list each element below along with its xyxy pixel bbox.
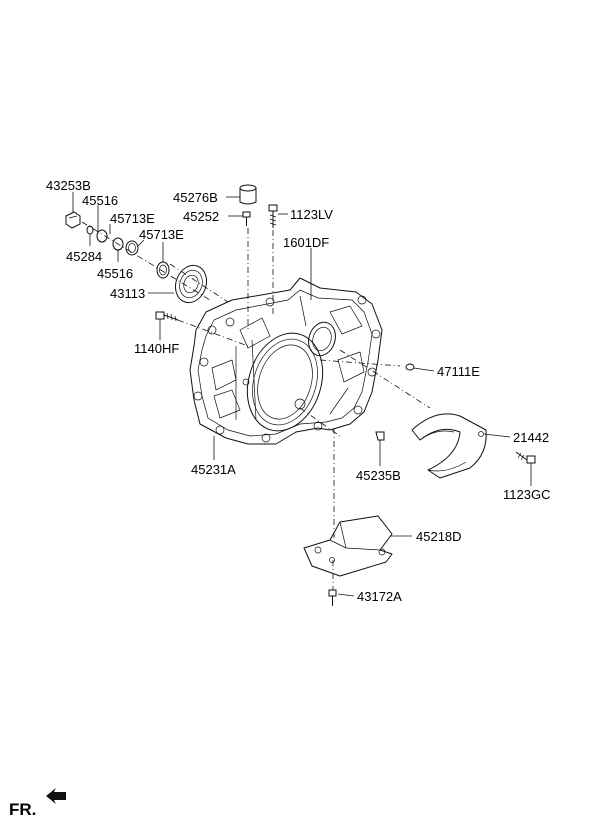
oil-seal-43113: [174, 264, 208, 304]
plug-43253b: [65, 211, 81, 229]
bracket-45218d: [303, 515, 393, 577]
cap-45276b: [239, 184, 257, 205]
label-45516-lower: 45516: [97, 266, 133, 281]
label-45713e-upper: 45713E: [110, 211, 155, 226]
label-45516-upper: 45516: [82, 193, 118, 208]
label-45231a: 45231A: [191, 462, 236, 477]
label-45284: 45284: [66, 249, 102, 264]
label-1123lv: 1123LV: [290, 207, 333, 222]
pin-45252: [242, 211, 251, 226]
label-1140hf: 1140HF: [134, 341, 179, 356]
label-43113: 43113: [110, 286, 145, 301]
label-21442: 21442: [513, 430, 549, 445]
label-45218d: 45218D: [416, 529, 462, 544]
label-45252: 45252: [183, 209, 219, 224]
label-43253b: 43253B: [46, 178, 91, 193]
label-45235b: 45235B: [356, 468, 401, 483]
bolt-43172a: [328, 589, 337, 606]
front-direction-arrow-icon: [46, 788, 66, 804]
transaxle-housing: [189, 277, 383, 445]
bolt-1123lv: [268, 204, 278, 228]
seal-45713eb: [156, 261, 170, 279]
bolt-1140hf: [155, 311, 179, 322]
front-direction-label: FR.: [9, 800, 36, 819]
label-47111e: 47111E: [437, 364, 480, 379]
label-1123gc: 1123GC: [503, 487, 550, 502]
label-1601df: 1601DF: [283, 235, 329, 250]
o-ring-45516a: [96, 229, 108, 243]
label-45713e-lower: 45713E: [139, 227, 184, 242]
seal-45713ea: [125, 240, 139, 256]
label-43172a: 43172A: [357, 589, 402, 604]
cap-45235b: [375, 431, 385, 441]
bolt-1123gc: [515, 451, 536, 464]
label-45276b: 45276B: [173, 190, 218, 205]
cover-21442: [411, 413, 487, 479]
plug-47111e: [405, 363, 415, 371]
